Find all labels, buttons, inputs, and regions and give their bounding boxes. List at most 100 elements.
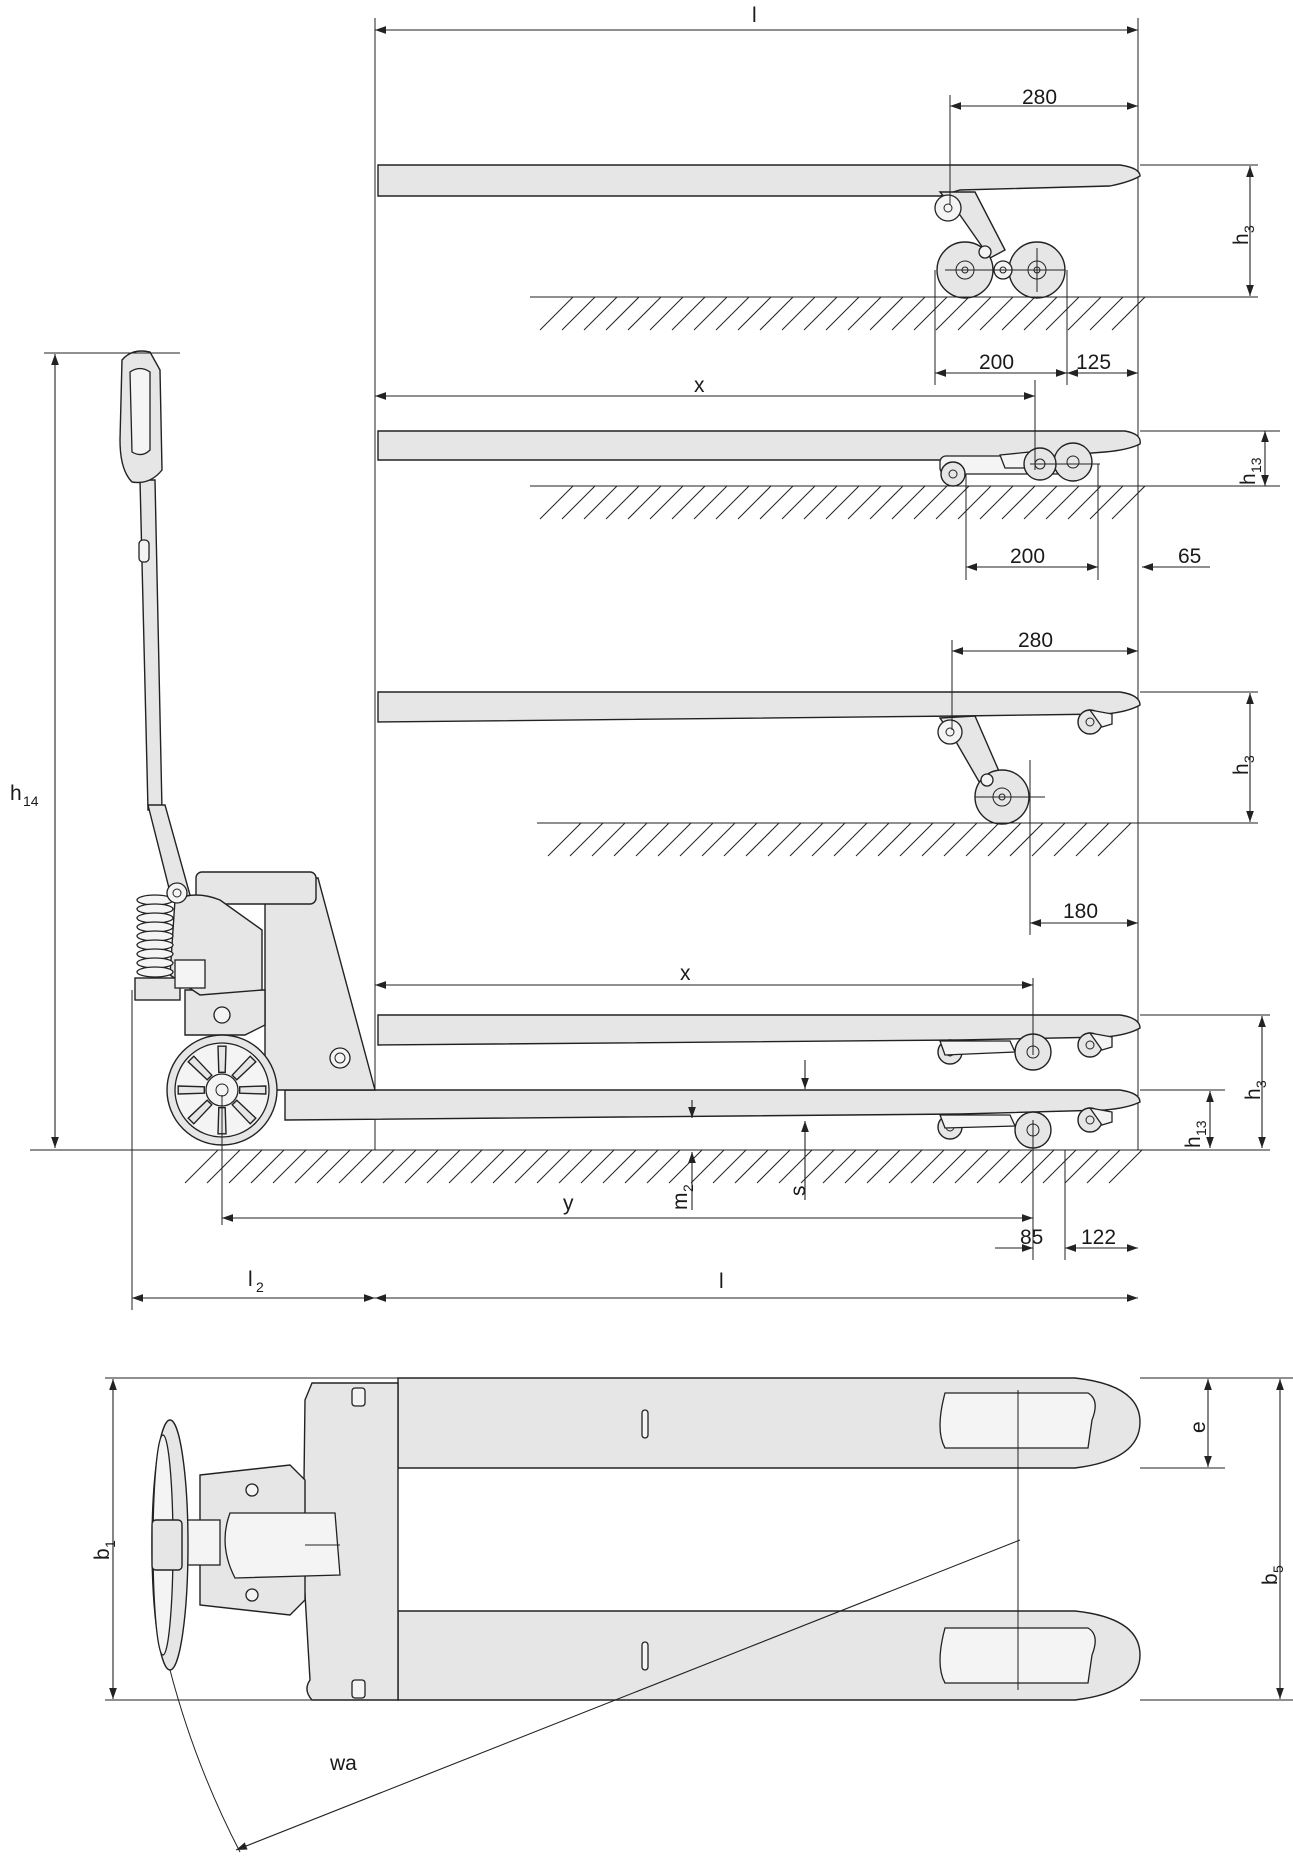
floor-hatch-line [228, 1149, 263, 1184]
floor-hatch-line [1031, 822, 1066, 857]
label-v3-length: 280 [1018, 629, 1053, 652]
label-wa: wa [329, 1752, 357, 1775]
floor-hatch-line [627, 296, 662, 331]
label-v4-height-a-sub: 3 [1253, 1080, 1269, 1088]
floor-hatch-line [536, 1149, 571, 1184]
floor-hatch-line [811, 822, 846, 857]
floor-hatch-line [844, 1149, 879, 1184]
floor-hatch-line [426, 1149, 461, 1184]
label-v3-height: h [1230, 763, 1253, 775]
floor-hatch-line [646, 1149, 681, 1184]
floor-hatch-line [272, 1149, 307, 1184]
label-v2-height: h [1237, 473, 1260, 485]
label-v2-base-a: 200 [1010, 545, 1045, 568]
variant-3-fork [377, 691, 1141, 825]
floor-hatch-line [679, 822, 714, 857]
floor-hatch-line [591, 822, 626, 857]
floor-hatch-line [1067, 485, 1102, 520]
floor-hatch-line [891, 485, 926, 520]
floor-hatch-line [737, 485, 772, 520]
floor-hatch-line [921, 822, 956, 857]
main-dimensions: h 14 x h 3 h 13 m 2 s [10, 352, 1270, 1310]
floor-hatch-line [957, 296, 992, 331]
floor-hatch-line [745, 822, 780, 857]
floor-hatch-line [382, 1149, 417, 1184]
wheel-spoke [231, 1099, 257, 1125]
label-b1-sub: 1 [102, 1540, 118, 1548]
label-base-a: 85 [1020, 1226, 1043, 1249]
floor-hatch-line [1020, 1149, 1055, 1184]
floor-hatch-line [877, 822, 912, 857]
label-overall-height: h [10, 782, 22, 805]
floor-hatch-line [781, 296, 816, 331]
floor-hatch-line [404, 1149, 439, 1184]
floor-hatch-line [759, 296, 794, 331]
floor-hatch-line [360, 1149, 395, 1184]
floor-hatch-line [602, 1149, 637, 1184]
floor-hatch-line [965, 822, 1000, 857]
floor-hatch-line [605, 296, 640, 331]
floor-hatch-line [1001, 485, 1036, 520]
floor-hatch-line [734, 1149, 769, 1184]
floor-hatch-line [1089, 296, 1124, 331]
floor-hatch-line [935, 296, 970, 331]
floor-hatch-line [649, 296, 684, 331]
floor-hatch-line [635, 822, 670, 857]
variant-2-dimensions: x h 13 200 65 [375, 374, 1280, 580]
label-overall-height-sub: 14 [23, 793, 39, 809]
label-v1-base-b: 125 [1076, 351, 1111, 374]
floor-hatch-line [1089, 485, 1124, 520]
floor-hatch-line [888, 1149, 923, 1184]
main-floor [30, 1149, 1143, 1184]
floor-hatch-line [561, 485, 596, 520]
label-v4-height-b: h [1182, 1136, 1205, 1148]
floor-hatch-line [825, 296, 860, 331]
floor-hatch-line [605, 485, 640, 520]
label-m2-sub: 2 [680, 1184, 696, 1192]
label-l-bottom: l [719, 1270, 724, 1293]
floor-hatch-line [800, 1149, 835, 1184]
floor-hatch-line [781, 485, 816, 520]
wheel-spoke [187, 1099, 213, 1125]
floor-hatch-line [803, 296, 838, 331]
floor-hatch-line [1023, 485, 1058, 520]
variant-2-fork [377, 430, 1141, 487]
floor-hatch-line [184, 1149, 219, 1184]
floor-hatch-line [470, 1149, 505, 1184]
floor-hatch-line [1042, 1149, 1077, 1184]
label-v2-height-sub: 13 [1248, 457, 1264, 473]
wheel-spoke [187, 1055, 213, 1081]
floor-hatch-line [913, 296, 948, 331]
floor-hatch-line [294, 1149, 329, 1184]
floor-hatch-line [866, 1149, 901, 1184]
floor-hatch-line [583, 296, 618, 331]
floor-hatch-line [825, 485, 860, 520]
floor-hatch-line [822, 1149, 857, 1184]
floor-hatch-line [932, 1149, 967, 1184]
floor-hatch-line [756, 1149, 791, 1184]
floor-hatch-line [627, 485, 662, 520]
label-b1: b [91, 1548, 114, 1560]
wheel-spoke [239, 1085, 267, 1095]
truck-side-view [119, 350, 1141, 1150]
floor-hatch-line [899, 822, 934, 857]
floor-hatch-line [514, 1149, 549, 1184]
floor-hatch-line [979, 485, 1014, 520]
floor-hatch-line [833, 822, 868, 857]
floor-hatch-line [613, 822, 648, 857]
floor-hatch-line [569, 822, 604, 857]
floor-hatch-line [1097, 822, 1132, 857]
floor-hatch-line [492, 1149, 527, 1184]
floor-hatch-line [561, 296, 596, 331]
label-l-top: l [752, 4, 757, 27]
floor-hatch-line [767, 822, 802, 857]
label-v2-base-b: 65 [1178, 545, 1201, 568]
label-v4-x: x [680, 962, 691, 985]
floor-hatch-line [1075, 822, 1110, 857]
label-v4-height-b-sub: 13 [1193, 1120, 1209, 1136]
floor-hatch-line [1086, 1149, 1121, 1184]
floor-hatch-line [547, 822, 582, 857]
floor-hatch-line [693, 296, 728, 331]
floor-hatch-line [803, 485, 838, 520]
floor-hatch-line [558, 1149, 593, 1184]
